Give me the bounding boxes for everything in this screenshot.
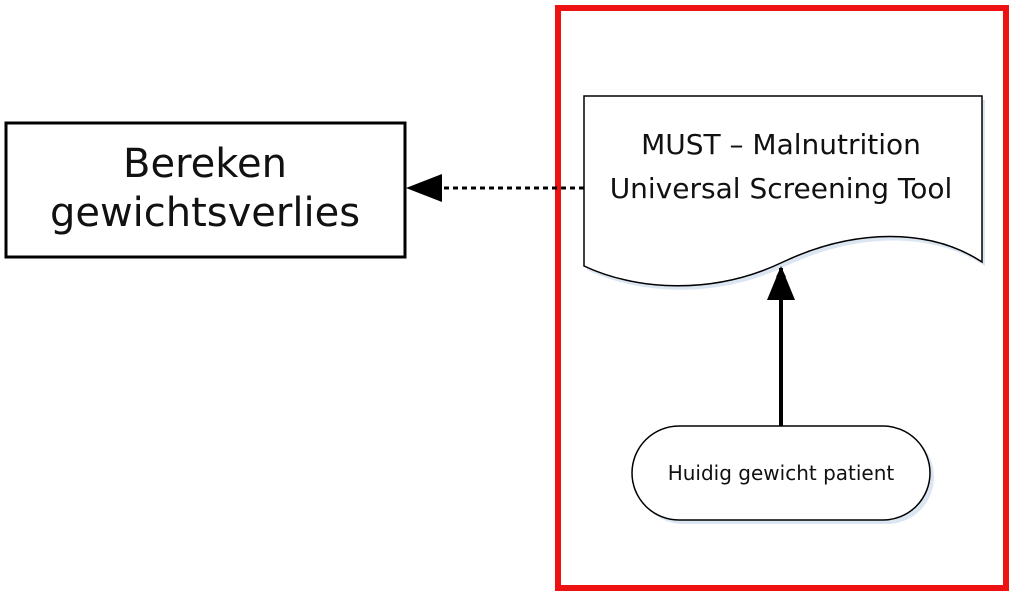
dotted-arrow-head [406, 174, 442, 202]
process-box: Bereken gewichtsverlies [4, 121, 407, 259]
highlight-frame [555, 5, 1009, 591]
document-line1: MUST – Malnutrition [641, 128, 921, 161]
document-shape: MUST – Malnutrition Universal Screening … [583, 95, 985, 290]
terminator-shape: Huidig gewicht patient [631, 425, 934, 524]
document-line2: Universal Screening Tool [610, 172, 953, 205]
process-box-line1: Bereken [123, 141, 287, 187]
solid-arrow-head [767, 266, 795, 300]
terminator-label: Huidig gewicht patient [668, 461, 895, 485]
process-box-line2: gewichtsverlies [50, 190, 360, 236]
